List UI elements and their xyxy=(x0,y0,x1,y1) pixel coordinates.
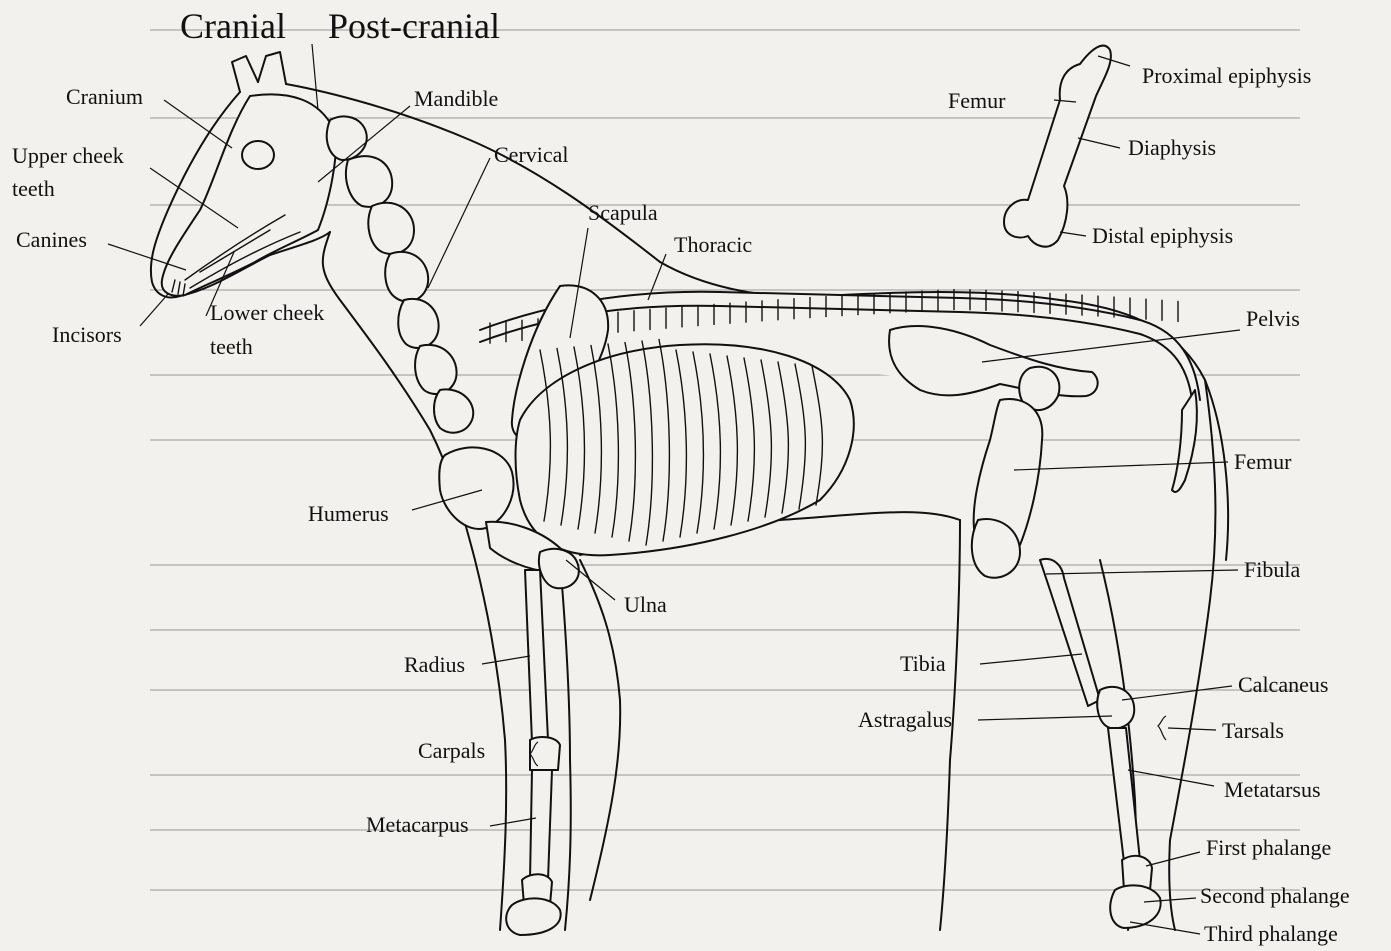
label-pelvis: Pelvis xyxy=(1246,306,1300,331)
label-third-phalange: Third phalange xyxy=(1204,921,1338,946)
label-cranium: Cranium xyxy=(66,84,143,109)
label-ulna: Ulna xyxy=(624,592,667,617)
label-upper-cheek-teeth-line1: Upper cheek xyxy=(12,143,124,168)
label-first-phalange: First phalange xyxy=(1206,835,1331,860)
label-second-phalange: Second phalange xyxy=(1200,883,1350,908)
label-lower-cheek-teeth-line1: Lower cheek xyxy=(210,300,324,325)
hindlimb xyxy=(972,399,1161,928)
label-tarsals: Tarsals xyxy=(1222,718,1284,743)
inset-label-femur: Femur xyxy=(948,88,1006,113)
cervical-vertebrae xyxy=(327,116,473,432)
label-cervical: Cervical xyxy=(494,142,569,167)
label-metatarsus: Metatarsus xyxy=(1224,777,1321,802)
label-upper-cheek-teeth-line2: teeth xyxy=(12,176,55,201)
inset-femur-bone xyxy=(1004,46,1130,247)
label-femur: Femur xyxy=(1234,449,1292,474)
label-metacarpus: Metacarpus xyxy=(366,812,469,837)
label-radius: Radius xyxy=(404,652,465,677)
inset-label-diaphysis: Diaphysis xyxy=(1128,135,1216,160)
label-canines: Canines xyxy=(16,227,87,252)
label-mandible: Mandible xyxy=(414,86,498,111)
skull xyxy=(162,94,336,296)
label-fibula: Fibula xyxy=(1244,557,1300,582)
label-tibia: Tibia xyxy=(900,651,946,676)
label-lower-cheek-teeth-line2: teeth xyxy=(210,334,253,359)
label-incisors: Incisors xyxy=(52,322,122,347)
label-thoracic: Thoracic xyxy=(674,232,752,257)
heading-cranial: Cranial xyxy=(180,6,286,46)
label-scapula: Scapula xyxy=(588,200,658,225)
inset-label-proximal-epiphysis: Proximal epiphysis xyxy=(1142,63,1311,88)
label-calcaneus: Calcaneus xyxy=(1238,672,1328,697)
label-carpals: Carpals xyxy=(418,738,485,763)
label-astragalus: Astragalus xyxy=(858,707,952,732)
inset-label-distal-epiphysis: Distal epiphysis xyxy=(1092,223,1233,248)
heading-post-cranial: Post-cranial xyxy=(328,6,500,46)
brackets xyxy=(530,716,1166,766)
label-humerus: Humerus xyxy=(308,501,389,526)
